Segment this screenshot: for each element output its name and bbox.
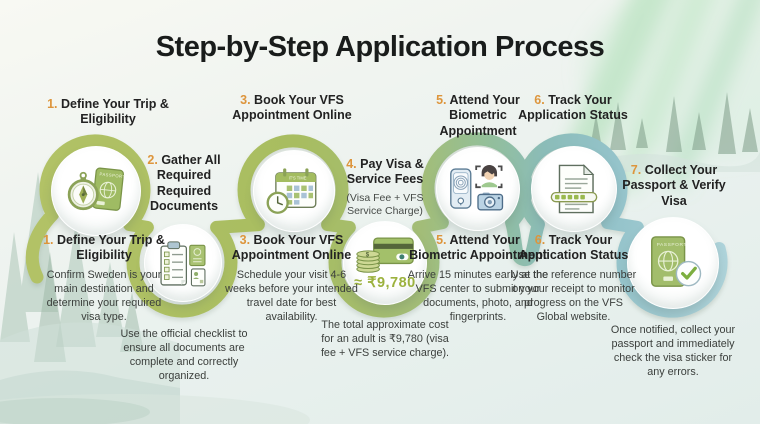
step-3-circle: IT'S TIME [253,150,335,232]
step-4-circle: $ ≈ ₹9,780 [343,221,427,305]
step-2-number: 2. [147,153,158,167]
step-1-number: 1. [47,97,58,111]
step-5-heading-top: 5. Attend Your Biometric Appointment [436,93,520,138]
compass-passport-icon: PASSPORT [67,167,126,211]
checklist-documents-icon [160,241,206,287]
step-3-heading-top: 3. Book Your VFS Appointment Online [232,93,352,123]
document-progress-icon [550,164,598,214]
step-5-number: 5. [436,93,447,107]
step-6-circle [531,146,617,232]
step-4-description: The total approximate cost for an adult … [320,319,450,360]
step-6-number: 6. [534,93,545,107]
calendar-clock-icon: IT'S TIME [266,168,317,214]
step-3-detail: 3. Book Your VFS Appointment Online Sche… [223,233,360,324]
step-7-circle: PASSPORT [627,217,719,309]
step-4-heading: 4. Pay Visa & Service Fees (Visa Fee + V… [328,157,442,218]
step-3-heading-bottom: 3. Book Your VFS Appointment Online [231,233,352,263]
coins-card-icon: $ [356,236,414,273]
step-3-number: 3. [240,93,251,107]
step-1-circle: PASSPORT [51,146,141,236]
step-6-heading-bottom: 6. Track Your Application Status [518,233,629,263]
svg-text:PASSPORT: PASSPORT [657,242,687,248]
step-6-detail: 6. Track Your Application Status Use the… [507,233,640,324]
svg-text:PASSPORT: PASSPORT [99,171,125,179]
step-5-circle [436,147,520,231]
step-2-heading: 2. Gather All Required Required Document… [147,153,221,213]
step-6-heading-top: 6. Track Your Application Status [518,93,628,123]
step-4-number: 4. [346,157,357,171]
page-title: Step-by-Step Application Process [155,31,605,63]
svg-text:IT'S TIME: IT'S TIME [289,176,307,181]
step-5-detail: 5. Attend Your Biometric Appointment Arr… [407,233,549,324]
step-7-number: 7. [630,163,642,177]
passport-check-icon: PASSPORT [651,236,702,287]
step-2-circle [144,224,222,302]
step-6-description: Use the reference number on your receipt… [510,268,637,323]
step-4-price: ≈ ₹9,780 [354,274,416,291]
step-1-heading-bottom: 1. Define Your Trip & Eligibility [43,233,165,263]
step-1-description: Confirm Sweden is your main destination … [46,268,162,323]
step-4-subheading: (Visa Fee + VFS Service Charge) [346,191,424,217]
step-2-description: Use the official checklist to ensure all… [120,328,248,383]
fingerprint-camera-icon [450,164,504,211]
step-7-heading: 7. Collect Your Passport & Verify Visa [622,163,726,208]
step-1-heading-top: 1. Define Your Trip & Eligibility [47,97,169,127]
step-5-description: Arrive 15 minutes early at the VFS cente… [407,268,549,323]
step-7-description: Once notified, collect your passport and… [610,324,736,379]
step-1-detail: 1. Define Your Trip & Eligibility Confir… [37,233,171,324]
step-3-description: Schedule your visit 4-6 weeks before you… [225,268,358,323]
step-5-heading-bottom: 5. Attend Your Biometric Appointment [409,233,547,263]
svg-text:$: $ [366,251,370,258]
